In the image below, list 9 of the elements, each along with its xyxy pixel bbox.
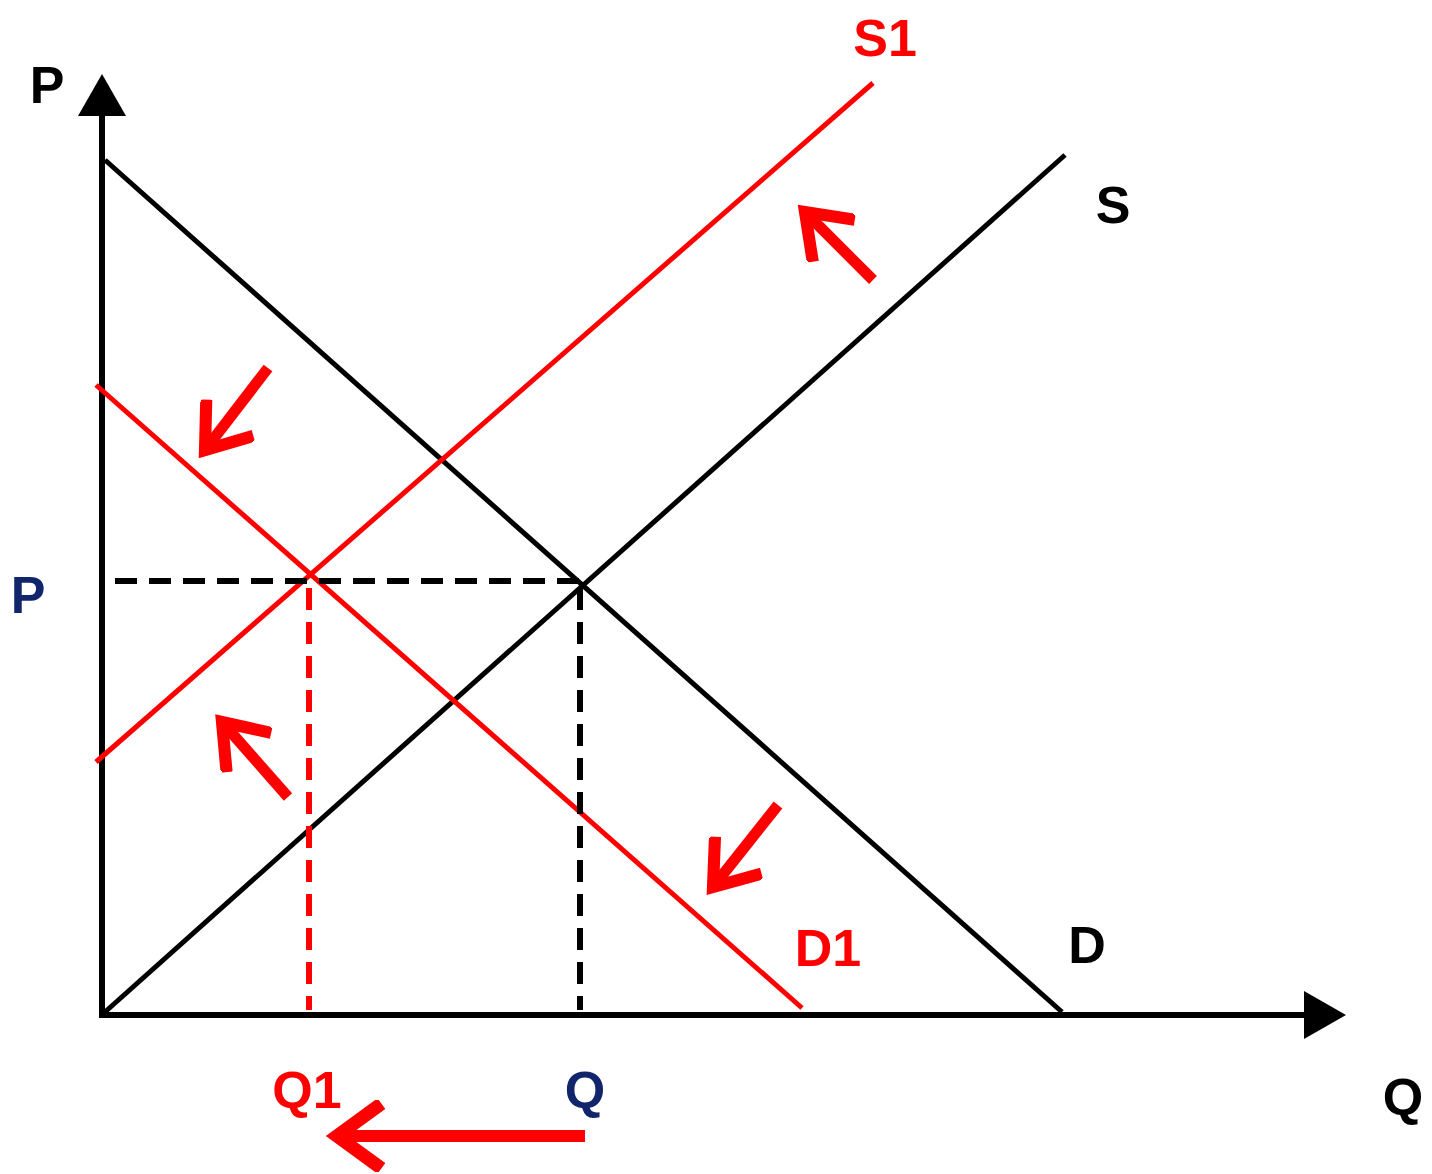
axis-label: P [10, 565, 46, 625]
quantity-label: Q1 [272, 1060, 342, 1142]
axis-label: D1 [794, 918, 862, 978]
axis-label: D [1068, 915, 1106, 975]
axis-label: S [1095, 175, 1131, 235]
quantity-label: Q [564, 1060, 606, 1142]
axis-label: P [29, 55, 65, 115]
axis-label: Q [1382, 1067, 1424, 1127]
axis-label: S1 [853, 8, 917, 68]
